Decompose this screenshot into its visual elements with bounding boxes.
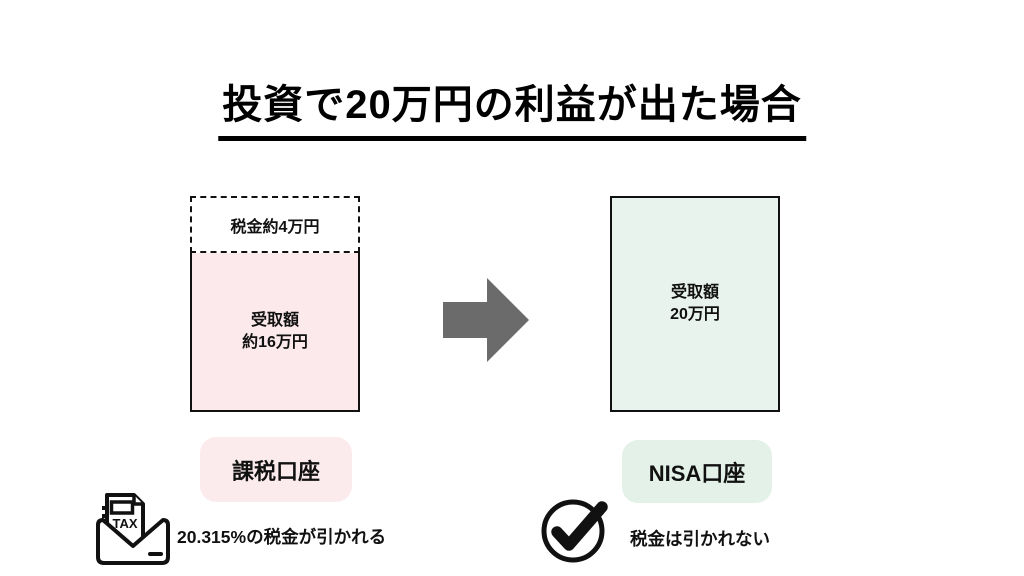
nisa-account-pill: NISA口座 [622, 440, 772, 503]
nisa-note: 税金は引かれない [630, 529, 770, 549]
taxable-receive-box: 受取額 約16万円 [190, 253, 360, 412]
taxable-account-name: 課税口座 [231, 458, 320, 484]
taxable-receive-label: 受取額 [250, 311, 299, 329]
tax-envelope-icon: TAX [96, 493, 170, 565]
taxable-note: 20.315%の税金が引かれる [177, 527, 387, 547]
tax-portion-label: 税金約4万円 [230, 218, 320, 236]
taxable-account-pill: 課税口座 [200, 437, 352, 502]
taxable-receive-amount: 約16万円 [242, 333, 308, 351]
nisa-receive-amount: 20万円 [670, 306, 720, 323]
right-arrow-icon [443, 278, 529, 362]
nisa-receive-box: 受取額 20万円 [610, 196, 780, 412]
tax-portion-box: 税金約4万円 [190, 196, 360, 253]
tax-icon-text: TAX [112, 516, 137, 531]
checkmark-circle-icon [541, 499, 608, 563]
page-title: 投資で20万円の利益が出た場合 [218, 72, 806, 141]
nisa-account-name: NISA口座 [648, 460, 746, 486]
nisa-receive-label: 受取額 [670, 284, 719, 301]
